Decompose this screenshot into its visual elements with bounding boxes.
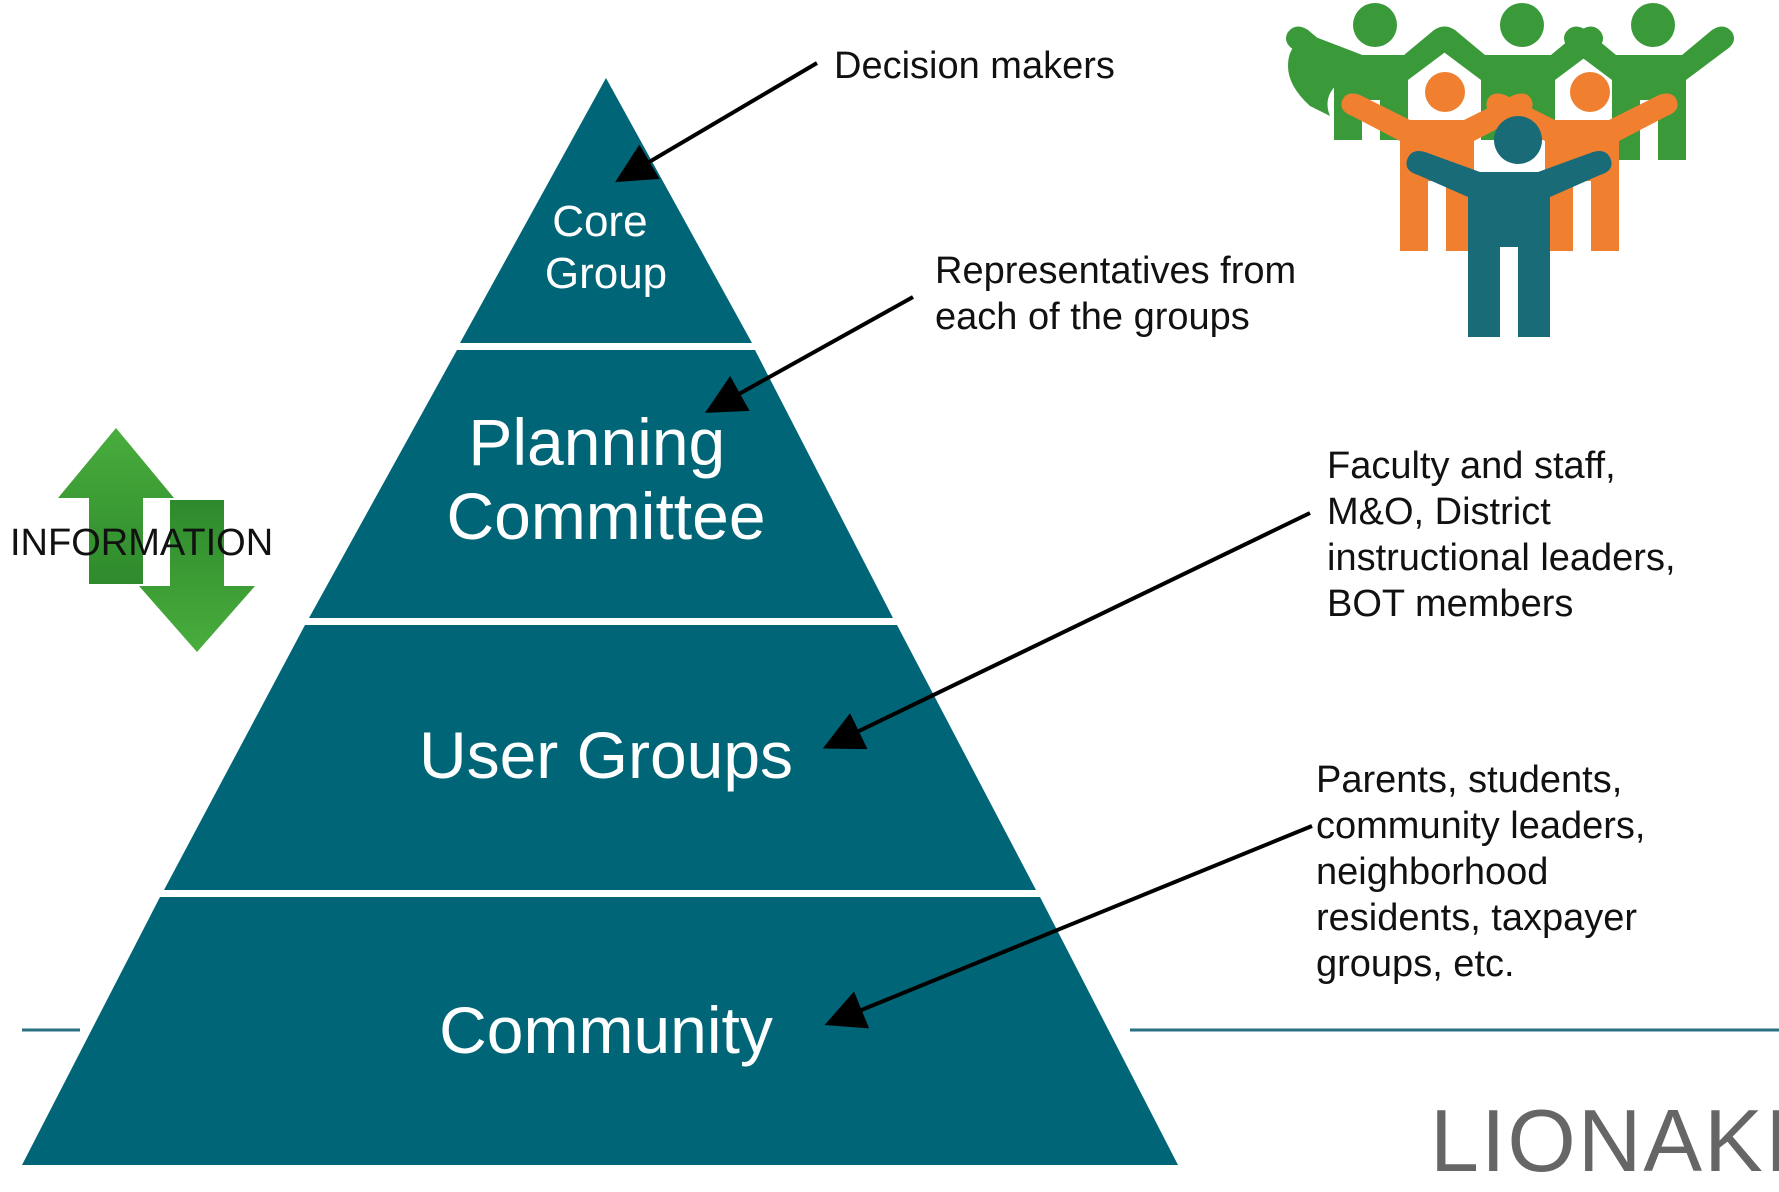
down-arrow-icon (139, 500, 255, 652)
arrow-faculty (822, 511, 1311, 750)
annotation-representatives-line-1: Representatives from (935, 250, 1297, 292)
annotation-parents-line-2: community leaders, (1316, 805, 1646, 847)
annotation-parents-line-4: residents, taxpayer (1316, 897, 1638, 939)
annotation-faculty-line-1: Faculty and staff, (1327, 445, 1616, 487)
annotation-decision-makers: Decision makers (834, 43, 1115, 89)
arrow-decision-makers (615, 61, 819, 183)
diagram-stage: Core Group Planning Committee User Group… (10, 3, 1779, 1190)
annotation-faculty-line-2: M&O, District (1327, 491, 1551, 533)
tier-user-groups-line-1: User Groups (419, 718, 793, 792)
tier-label-community: Community (439, 993, 773, 1067)
annotation-representatives: Representatives from each of the groups (935, 248, 1296, 340)
arrow-representatives (705, 295, 914, 413)
annotation-faculty-line-3: instructional leaders, (1327, 537, 1676, 579)
annotation-parents: Parents, students, community leaders, ne… (1316, 757, 1645, 987)
annotation-parents-line-3: neighborhood (1316, 851, 1549, 893)
arrow-parents (824, 824, 1313, 1029)
tier-core-line-2: Group (545, 249, 667, 298)
tier-planning-line-1: Planning (468, 405, 725, 479)
annotation-faculty-line-4: BOT members (1327, 583, 1574, 625)
pyramid-tier-user-groups (164, 625, 1036, 890)
tier-community-line-1: Community (439, 993, 773, 1067)
tier-label-user-groups: User Groups (419, 718, 793, 792)
annotation-faculty: Faculty and staff, M&O, District instruc… (1327, 443, 1676, 627)
pyramid-tier-core (460, 78, 752, 343)
tier-planning-line-2: Committee (446, 479, 765, 553)
pyramid-tier-community (22, 897, 1178, 1165)
tier-label-planning: Planning Committee (446, 405, 765, 553)
pyramid-tier-planning (309, 350, 893, 618)
tier-core-line-1: Core (552, 197, 647, 246)
people-group-icon (1286, 3, 1734, 337)
up-arrow-icon (58, 428, 174, 584)
annotation-representatives-line-2: each of the groups (935, 296, 1250, 338)
information-label: INFORMATION (10, 522, 274, 564)
brand-logo-text: LIONAKIS (1430, 1091, 1779, 1190)
up-down-arrows-icon (58, 428, 255, 652)
tier-label-core: Core Group (545, 197, 667, 298)
annotation-parents-line-1: Parents, students, (1316, 759, 1623, 801)
pyramid-diagram: Core Group Planning Committee User Group… (22, 3, 1779, 1165)
annotation-parents-line-5: groups, etc. (1316, 943, 1515, 985)
annotation-decision-line-1: Decision makers (834, 45, 1115, 87)
